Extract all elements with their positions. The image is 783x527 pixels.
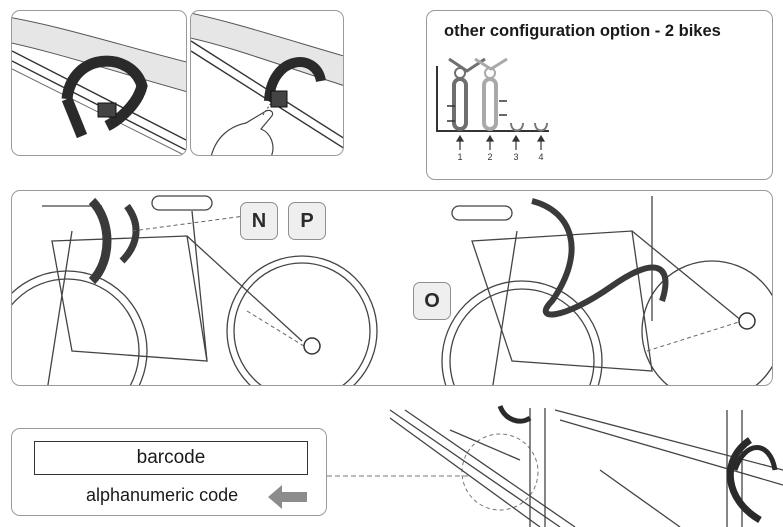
bike-front-icon — [447, 57, 486, 131]
barcode-box: barcode — [34, 441, 308, 475]
position-number-3: 3 — [513, 152, 519, 162]
strap-icon — [61, 55, 148, 139]
code-label-panel: barcode alphanumeric code — [11, 428, 327, 516]
arrow-left-icon — [268, 485, 307, 509]
step-label-o: O — [413, 282, 451, 320]
alphanumeric-code-label: alphanumeric code — [86, 485, 239, 505]
strap-release-illustration — [191, 12, 343, 155]
position-number-4: 4 — [538, 152, 544, 162]
step-label-n: N — [240, 202, 278, 240]
position-number-1: 1 — [457, 152, 463, 162]
strap-icon — [264, 57, 326, 108]
strap-detail-panel-2 — [190, 10, 344, 156]
bikes-mounted-panel: N P O — [11, 190, 773, 386]
pointing-hand-icon — [210, 96, 276, 155]
position-number-2: 2 — [487, 152, 493, 162]
config-title: other configuration option - 2 bikes — [444, 22, 721, 40]
strap-detail-panel-1 — [11, 10, 187, 156]
step-label-p: P — [288, 202, 326, 240]
configuration-option-panel: other configuration option - 2 bikes — [426, 10, 773, 180]
barcode-label: barcode — [136, 447, 206, 468]
bikes-mounted-illustration — [12, 195, 772, 385]
strap-wheel-illustration — [12, 17, 186, 155]
bike-rear-icon — [474, 57, 508, 131]
config-diagram — [436, 57, 549, 150]
